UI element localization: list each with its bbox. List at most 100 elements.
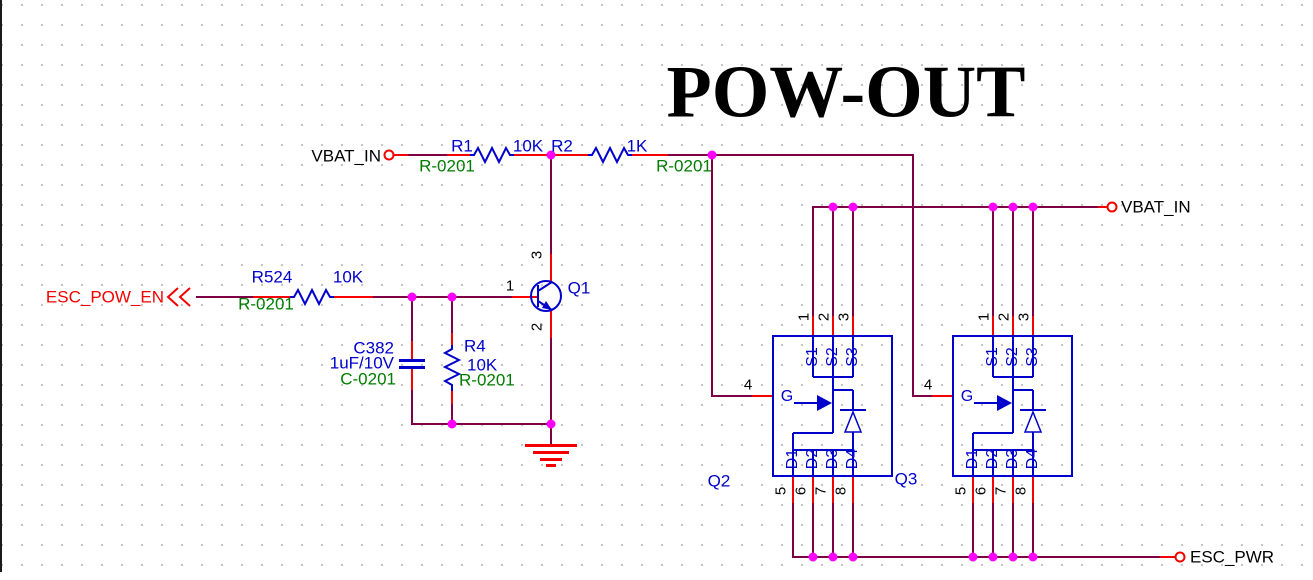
resistor-r4-symbol[interactable] (442, 345, 462, 391)
net-label-vbat-in-right[interactable]: VBAT_IN (1121, 197, 1191, 217)
port-circle-esc-pwr[interactable] (1174, 551, 1186, 563)
pin-q2-d4[interactable] (852, 477, 854, 503)
pin-q3-s1[interactable] (992, 316, 994, 335)
pin-q2-s3[interactable] (852, 316, 854, 335)
footprint-c382[interactable]: C-0201 (340, 369, 396, 389)
pin-q3-s3[interactable] (1032, 316, 1034, 335)
pin-c382-2[interactable] (411, 369, 413, 390)
ref-q3[interactable]: Q3 (894, 469, 918, 489)
pin-q1-base[interactable] (512, 296, 539, 298)
wire-q3-d4[interactable] (1032, 503, 1034, 557)
ref-r2[interactable]: R2 (551, 136, 573, 156)
pin-r524-2[interactable] (333, 296, 373, 298)
capacitor-c382-plate[interactable] (399, 359, 425, 362)
ref-r4[interactable]: R4 (464, 336, 486, 356)
ground-symbol[interactable] (525, 444, 577, 447)
ground-symbol (540, 458, 562, 461)
pin-r1-1[interactable] (447, 154, 471, 156)
pin-q3-d4[interactable] (1032, 477, 1034, 503)
wire-esc-pow-en[interactable] (196, 296, 253, 298)
net-label-esc-pow-en[interactable]: ESC_POW_EN (45, 287, 164, 307)
ref-q1[interactable]: Q1 (567, 278, 591, 298)
wire-q3-s3[interactable] (1032, 207, 1034, 316)
junction-dot (1028, 552, 1038, 562)
wire-vbat-top[interactable] (408, 154, 447, 156)
pin-q2-d1[interactable] (792, 477, 794, 503)
pin-q2-gate[interactable] (752, 395, 772, 397)
wire-q2-d4[interactable] (852, 503, 854, 557)
pin-q3-d3[interactable] (1012, 477, 1014, 503)
value-c382[interactable]: 1uF/10V (329, 353, 394, 373)
wire-to-ground[interactable] (550, 424, 552, 446)
footprint-r1[interactable]: R-0201 (419, 156, 475, 176)
ref-c382[interactable]: C382 (353, 338, 394, 358)
wire-esc-pow-en[interactable] (373, 296, 512, 298)
footprint-r4[interactable]: R-0201 (459, 370, 515, 390)
wire-gate-q3-vertical[interactable] (912, 155, 914, 397)
port-circle-vbat-left[interactable] (383, 149, 395, 161)
wire-r4-bottom[interactable] (451, 404, 453, 424)
wire-q3-d1[interactable] (972, 503, 974, 557)
wire-vbat-top[interactable] (668, 154, 914, 156)
pin-r4-2[interactable] (451, 388, 453, 404)
wire-gate-q2-vertical[interactable] (711, 155, 713, 397)
net-label-esc-pwr[interactable]: ESC_PWR (1190, 547, 1275, 567)
pin-c382-1[interactable] (411, 341, 413, 359)
wire-c382-top[interactable] (411, 297, 413, 341)
pin-r4-1[interactable] (451, 333, 453, 347)
transistor-q1-symbol[interactable] (523, 272, 573, 320)
wire-q3-d3[interactable] (1012, 503, 1014, 557)
pin-r524-1[interactable] (253, 296, 291, 298)
wire-q2-d1[interactable] (792, 503, 794, 557)
wire-q2-s3[interactable] (852, 207, 854, 316)
q2-pin-name-s2: S2 (824, 347, 841, 367)
wire-q2-s2[interactable] (832, 207, 834, 316)
pin-q1-emitter[interactable] (550, 310, 552, 338)
value-r4[interactable]: 10K (467, 355, 498, 375)
wire-q2-d2[interactable] (812, 503, 814, 557)
ref-r524[interactable]: R524 (251, 267, 293, 287)
wire-gate-q2[interactable] (711, 395, 752, 397)
wire-q2-s1[interactable] (812, 207, 814, 316)
resistor-r2-symbol[interactable] (588, 145, 632, 165)
wire-c382-bottom[interactable] (411, 390, 413, 424)
pin-q3-d2[interactable] (992, 477, 994, 503)
pin-stub[interactable] (1098, 206, 1108, 208)
pin-q2-d2[interactable] (812, 477, 814, 503)
capacitor-c382-plate[interactable] (399, 366, 425, 369)
sheet-title[interactable]: POW-OUT (666, 51, 1026, 134)
wire-q3-s2[interactable] (1012, 207, 1014, 316)
wire-q3-s1[interactable] (992, 207, 994, 316)
wire-r4-top[interactable] (451, 297, 453, 333)
wire-ground-rail[interactable] (411, 423, 552, 425)
wire-q3-d2[interactable] (992, 503, 994, 557)
wire-q1-collector[interactable] (550, 155, 552, 254)
footprint-r2[interactable]: R-0201 (656, 156, 712, 176)
wire-q2-d3[interactable] (832, 503, 834, 557)
wire-source-rail[interactable] (812, 206, 1098, 208)
pin-q3-s2[interactable] (1012, 316, 1014, 335)
junction-dot (447, 292, 457, 302)
net-label-vbat-in-left[interactable]: VBAT_IN (311, 146, 381, 166)
wire-gate-q3[interactable] (912, 395, 932, 397)
ref-r1[interactable]: R1 (451, 136, 473, 156)
pin-q2-s2[interactable] (832, 316, 834, 335)
value-r524[interactable]: 10K (332, 267, 364, 287)
offpage-connector-icon[interactable] (166, 287, 194, 307)
port-circle-vbat-right[interactable] (1106, 201, 1118, 213)
wire-q1-emitter[interactable] (550, 338, 552, 424)
resistor-r1-symbol[interactable] (470, 145, 514, 165)
pin-stub[interactable] (394, 154, 408, 156)
value-r2[interactable]: 1K (626, 136, 648, 156)
pin-stub[interactable] (1160, 556, 1175, 558)
pin-q2-d3[interactable] (832, 477, 834, 503)
pin-r2-2[interactable] (631, 154, 668, 156)
ref-q2[interactable]: Q2 (707, 471, 731, 491)
pin-q3-gate[interactable] (932, 395, 952, 397)
resistor-r524-symbol[interactable] (290, 287, 334, 307)
value-r1[interactable]: 10K (512, 136, 544, 156)
pin-q2-s1[interactable] (812, 316, 814, 335)
pin-q1-collector[interactable] (550, 254, 552, 282)
pin-q3-d1[interactable] (972, 477, 974, 503)
footprint-r524[interactable]: R-0201 (238, 294, 294, 314)
